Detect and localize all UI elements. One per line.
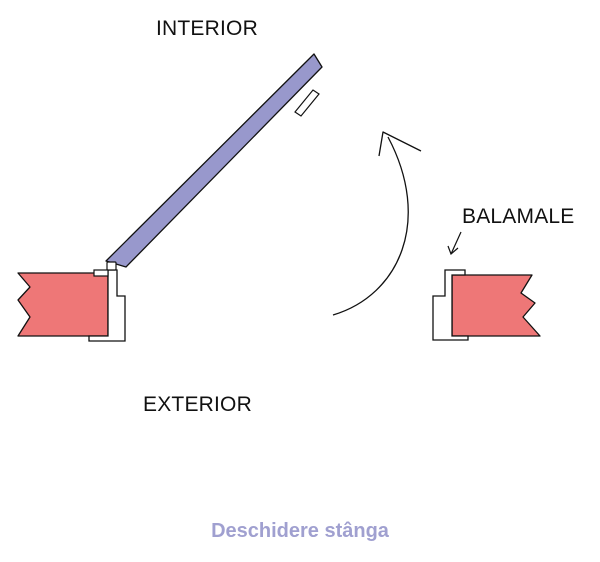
- left-wall: [17, 272, 109, 337]
- opening-arrowhead: [378, 131, 422, 157]
- door-leaf: [105, 53, 323, 268]
- door-handle: [294, 89, 320, 117]
- left-frame-stop: [93, 269, 109, 277]
- left-door-frame: [88, 269, 126, 342]
- hinges-pointer-head: [447, 245, 459, 256]
- right-door-frame: [432, 269, 469, 341]
- hinges-pointer-line: [450, 231, 462, 255]
- opening-arc: [332, 136, 409, 316]
- hinges-label: BALAMALE: [462, 205, 575, 228]
- right-wall: [451, 274, 541, 337]
- diagram-caption: Deschidere stânga: [211, 520, 389, 542]
- exterior-label: EXTERIOR: [143, 393, 252, 416]
- interior-label: INTERIOR: [156, 17, 258, 40]
- hinge-pivot: [106, 261, 117, 271]
